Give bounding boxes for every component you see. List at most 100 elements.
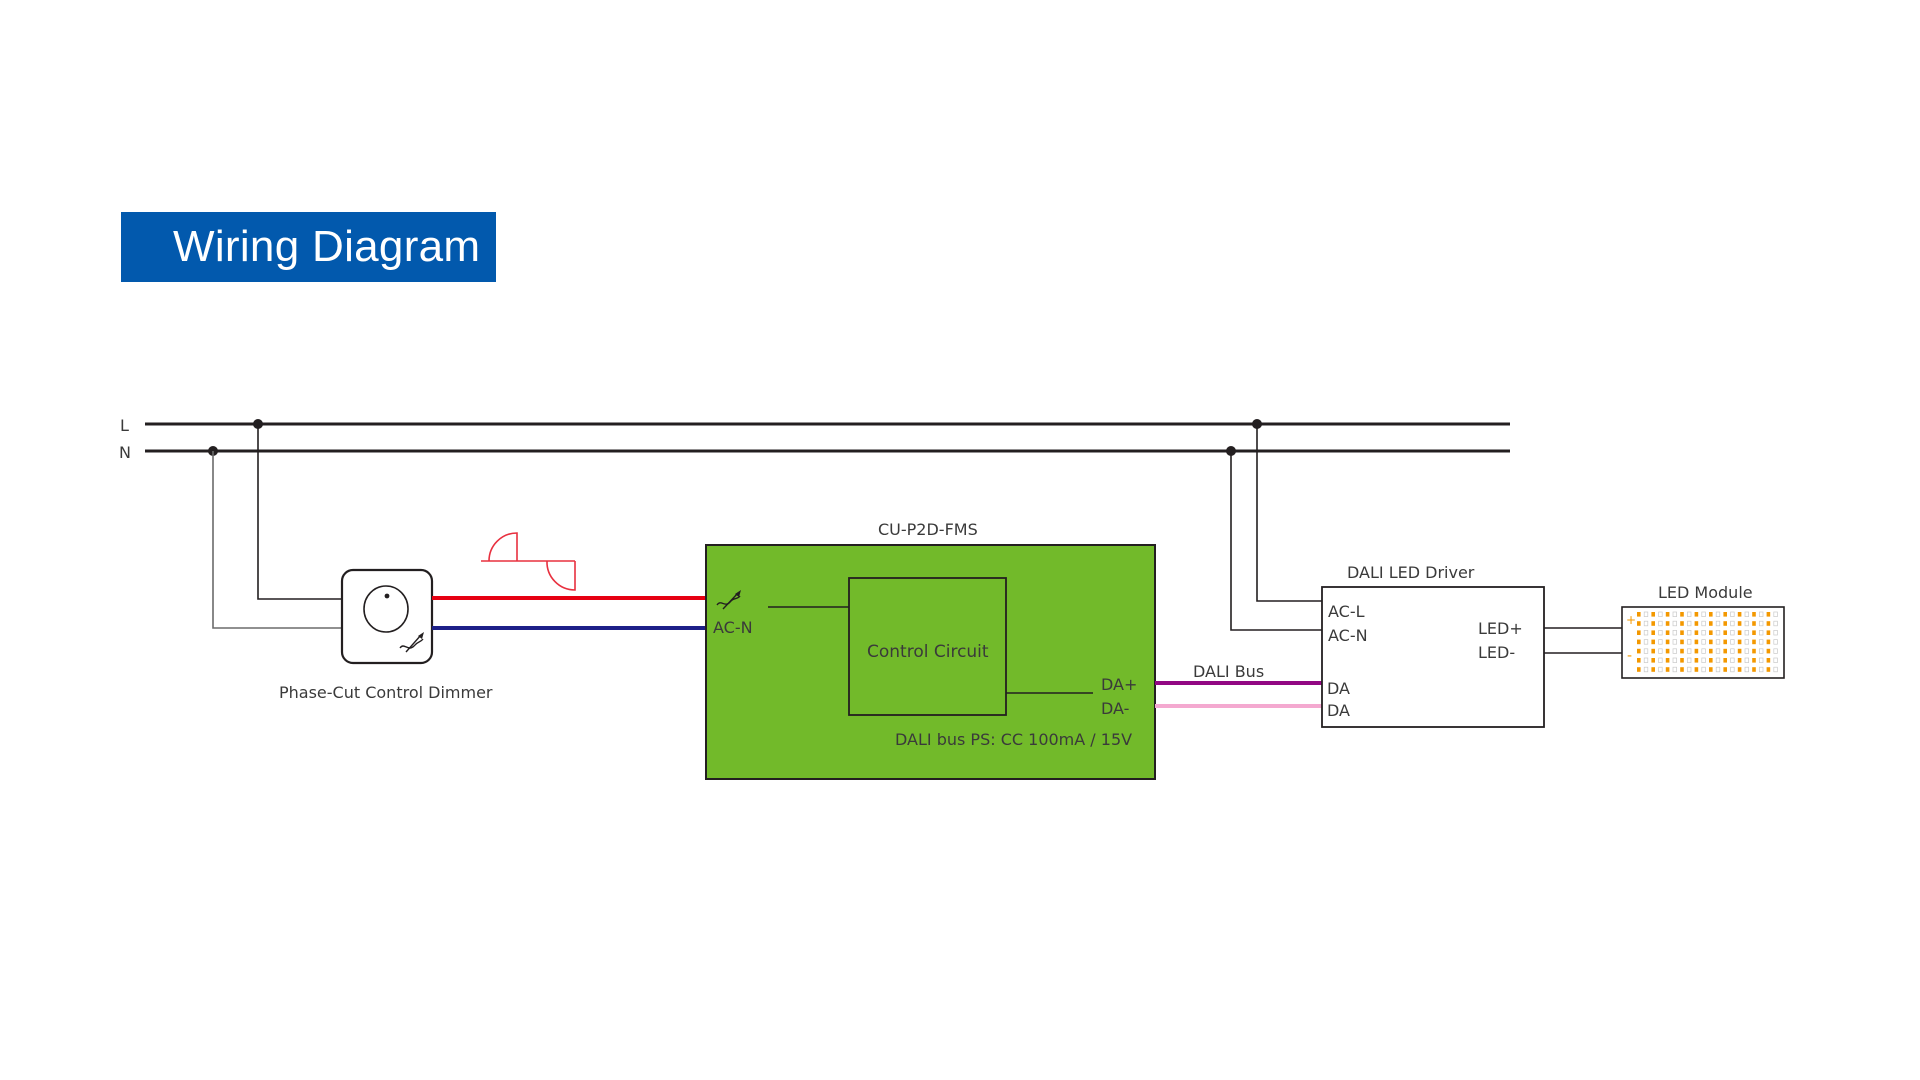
led-chip xyxy=(1715,657,1721,663)
led-chip xyxy=(1658,630,1663,636)
led-chip xyxy=(1723,612,1727,617)
led-chip xyxy=(1773,611,1778,617)
led-chip xyxy=(1643,657,1649,663)
led-chip xyxy=(1672,630,1677,636)
led-chip xyxy=(1709,658,1713,663)
led-chip xyxy=(1766,612,1771,617)
led-chip xyxy=(1694,621,1699,626)
led-plus-mark: + xyxy=(1626,613,1636,627)
controller-box xyxy=(705,544,1156,780)
dimmer-l-wire xyxy=(257,424,342,600)
led-chip xyxy=(1687,639,1692,645)
led-chip xyxy=(1680,658,1684,663)
led-chip xyxy=(1637,658,1641,663)
driver-da-label: DA xyxy=(1327,679,1350,698)
led-chip xyxy=(1715,620,1721,627)
led-chip xyxy=(1759,648,1764,654)
line-label: L xyxy=(120,416,129,435)
led-chip xyxy=(1694,658,1699,663)
led-chip xyxy=(1737,612,1742,617)
led-chip xyxy=(1723,658,1727,663)
led-chip xyxy=(1730,657,1735,663)
led-chip xyxy=(1744,611,1749,617)
led-chip xyxy=(1709,667,1713,672)
led-chip xyxy=(1651,639,1655,645)
driver-da-label: DA xyxy=(1327,701,1350,720)
led-chip xyxy=(1759,666,1764,673)
led-chip xyxy=(1737,621,1742,626)
led-chip xyxy=(1737,630,1742,635)
led-chip xyxy=(1665,630,1670,635)
phase-cut-waveform-icon xyxy=(481,532,576,591)
da-plus-label: DA+ xyxy=(1101,675,1137,694)
led-chip xyxy=(1737,667,1742,672)
led-chip xyxy=(1665,667,1670,672)
da-minus-label: DA- xyxy=(1101,699,1129,718)
led-chip xyxy=(1651,667,1655,672)
led-chip xyxy=(1752,658,1756,663)
led-chip xyxy=(1672,639,1677,645)
led-chip xyxy=(1665,639,1670,645)
dimmer-label: Phase-Cut Control Dimmer xyxy=(279,683,493,702)
led-chip-grid xyxy=(1637,611,1778,673)
led-chip xyxy=(1709,630,1713,635)
led-chip xyxy=(1672,620,1677,627)
led-chip xyxy=(1637,612,1641,617)
led-module-title: LED Module xyxy=(1658,583,1753,602)
led-chip xyxy=(1723,667,1727,672)
led-chip xyxy=(1766,658,1771,663)
dali-led-driver-box xyxy=(1321,586,1545,728)
led-chip xyxy=(1680,621,1684,626)
control-circuit-block xyxy=(848,577,1007,716)
driver-ac-l-label: AC-L xyxy=(1328,602,1365,621)
led-chip xyxy=(1701,639,1706,645)
led-chip xyxy=(1643,630,1649,636)
dimming-icon xyxy=(399,632,424,653)
led-chip xyxy=(1637,667,1641,672)
led-chip xyxy=(1737,648,1742,654)
controller-model-label: CU-P2D-FMS xyxy=(878,520,978,539)
led-chip xyxy=(1694,630,1699,635)
led-chip xyxy=(1651,658,1655,663)
led-chip xyxy=(1672,648,1677,654)
led-chip xyxy=(1766,648,1771,654)
led-chip xyxy=(1759,639,1764,645)
led-chip xyxy=(1694,667,1699,672)
dimmer-n-wire xyxy=(212,451,342,629)
led-chip xyxy=(1643,639,1649,645)
led-chip xyxy=(1658,648,1663,654)
led-chip xyxy=(1766,667,1771,672)
led-chip xyxy=(1744,630,1749,636)
led-chip xyxy=(1680,667,1684,672)
led-chip xyxy=(1658,657,1663,663)
led-chip xyxy=(1680,612,1684,617)
led-chip xyxy=(1680,630,1684,635)
led-chip xyxy=(1752,639,1756,645)
led-chip xyxy=(1687,611,1692,617)
dimming-input-icon xyxy=(716,590,741,610)
led-chip xyxy=(1658,620,1663,627)
led-chip xyxy=(1744,620,1749,627)
led-chip xyxy=(1730,648,1735,654)
section-title-banner: Wiring Diagram xyxy=(121,212,496,282)
led-chip xyxy=(1709,639,1713,645)
led-chip xyxy=(1730,630,1735,636)
led-chip xyxy=(1773,657,1778,663)
led-chip xyxy=(1752,621,1756,626)
led-chip xyxy=(1709,648,1713,654)
led-chip xyxy=(1687,657,1692,663)
led-chip xyxy=(1737,639,1742,645)
led-chip xyxy=(1672,666,1677,673)
driver-title: DALI LED Driver xyxy=(1347,563,1475,582)
led-chip xyxy=(1773,620,1778,627)
led-chip xyxy=(1701,620,1706,627)
phase-cut-dimmer xyxy=(340,568,434,665)
led-chip xyxy=(1730,620,1735,627)
led-chip xyxy=(1643,620,1649,627)
led-chip xyxy=(1637,639,1641,645)
led-chip xyxy=(1701,611,1706,617)
led-chip xyxy=(1687,666,1692,673)
led-chip xyxy=(1744,639,1749,645)
led-chip xyxy=(1658,611,1663,617)
led-chip xyxy=(1637,621,1641,626)
